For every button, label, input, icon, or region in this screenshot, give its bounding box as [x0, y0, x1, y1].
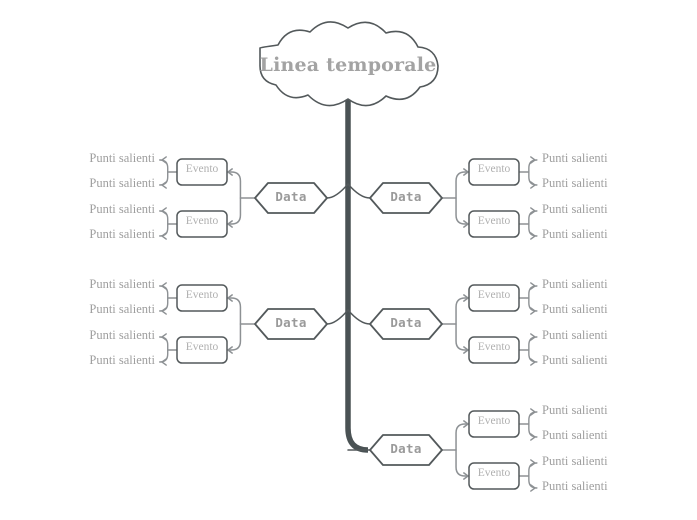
- data-branch-bracket: [455, 423, 468, 477]
- data-branch-bracket: [228, 297, 242, 351]
- punti-arrowhead: [530, 307, 536, 315]
- event-node-5-2[interactable]: [468, 462, 520, 490]
- event-node-1-2[interactable]: [176, 210, 228, 238]
- event-node-5-1[interactable]: [468, 410, 520, 438]
- data-branch-bracket: [228, 171, 242, 225]
- punti-arrowhead: [161, 307, 167, 315]
- data-node-4[interactable]: [369, 308, 443, 340]
- event-arrowhead: [463, 346, 469, 354]
- punti-arrowhead: [161, 232, 167, 240]
- event-arrowhead: [463, 220, 469, 228]
- punti-arrowhead: [530, 433, 536, 441]
- trunk-to-data-connector: [326, 309, 349, 325]
- punti-arrowhead: [530, 459, 536, 467]
- trunk-to-data-connector: [347, 183, 371, 199]
- punti-arrowhead: [530, 207, 536, 215]
- event-arrowhead: [463, 472, 469, 480]
- event-arrowhead: [227, 220, 233, 228]
- node-layer: [176, 21, 520, 490]
- event-branch-bracket: [528, 411, 538, 438]
- data-branch-bracket: [455, 171, 468, 225]
- trunk-to-data-connector: [326, 183, 349, 199]
- punti-arrowhead: [161, 156, 167, 164]
- punti-arrowhead: [530, 282, 536, 290]
- event-node-3-1[interactable]: [176, 284, 228, 312]
- event-branch-bracket: [159, 336, 169, 363]
- event-branch-bracket: [528, 336, 538, 363]
- event-node-1-1[interactable]: [176, 158, 228, 186]
- punti-arrowhead: [530, 484, 536, 492]
- data-node-1[interactable]: [254, 182, 328, 214]
- punti-arrowhead: [530, 156, 536, 164]
- punti-arrowhead: [530, 408, 536, 416]
- punti-arrowhead: [161, 333, 167, 341]
- data-node-3[interactable]: [254, 308, 328, 340]
- event-branch-bracket: [159, 159, 169, 186]
- event-branch-bracket: [159, 285, 169, 312]
- punti-arrowhead: [161, 282, 167, 290]
- event-arrowhead: [227, 346, 233, 354]
- punti-arrowhead: [530, 181, 536, 189]
- punti-arrowhead: [161, 181, 167, 189]
- event-node-4-1[interactable]: [468, 284, 520, 312]
- connector-layer: [159, 100, 538, 492]
- event-arrowhead: [227, 168, 233, 176]
- cloud-shape: [259, 21, 439, 107]
- data-node-5[interactable]: [369, 434, 443, 466]
- event-arrowhead: [463, 420, 469, 428]
- event-node-3-2[interactable]: [176, 336, 228, 364]
- punti-arrowhead: [530, 333, 536, 341]
- event-arrowhead: [463, 168, 469, 176]
- event-node-2-2[interactable]: [468, 210, 520, 238]
- trunk-to-data-connector: [347, 309, 371, 325]
- event-branch-bracket: [528, 462, 538, 489]
- event-branch-bracket: [528, 159, 538, 186]
- event-node-4-2[interactable]: [468, 336, 520, 364]
- punti-arrowhead: [530, 232, 536, 240]
- timeline-trunk: [345, 100, 369, 453]
- data-branch-bracket: [455, 297, 468, 351]
- event-arrowhead: [463, 294, 469, 302]
- punti-arrowhead: [161, 207, 167, 215]
- data-node-2[interactable]: [369, 182, 443, 214]
- event-branch-bracket: [159, 210, 169, 237]
- punti-arrowhead: [530, 358, 536, 366]
- punti-arrowhead: [161, 358, 167, 366]
- event-branch-bracket: [528, 285, 538, 312]
- event-arrowhead: [227, 294, 233, 302]
- event-node-2-1[interactable]: [468, 158, 520, 186]
- event-branch-bracket: [528, 210, 538, 237]
